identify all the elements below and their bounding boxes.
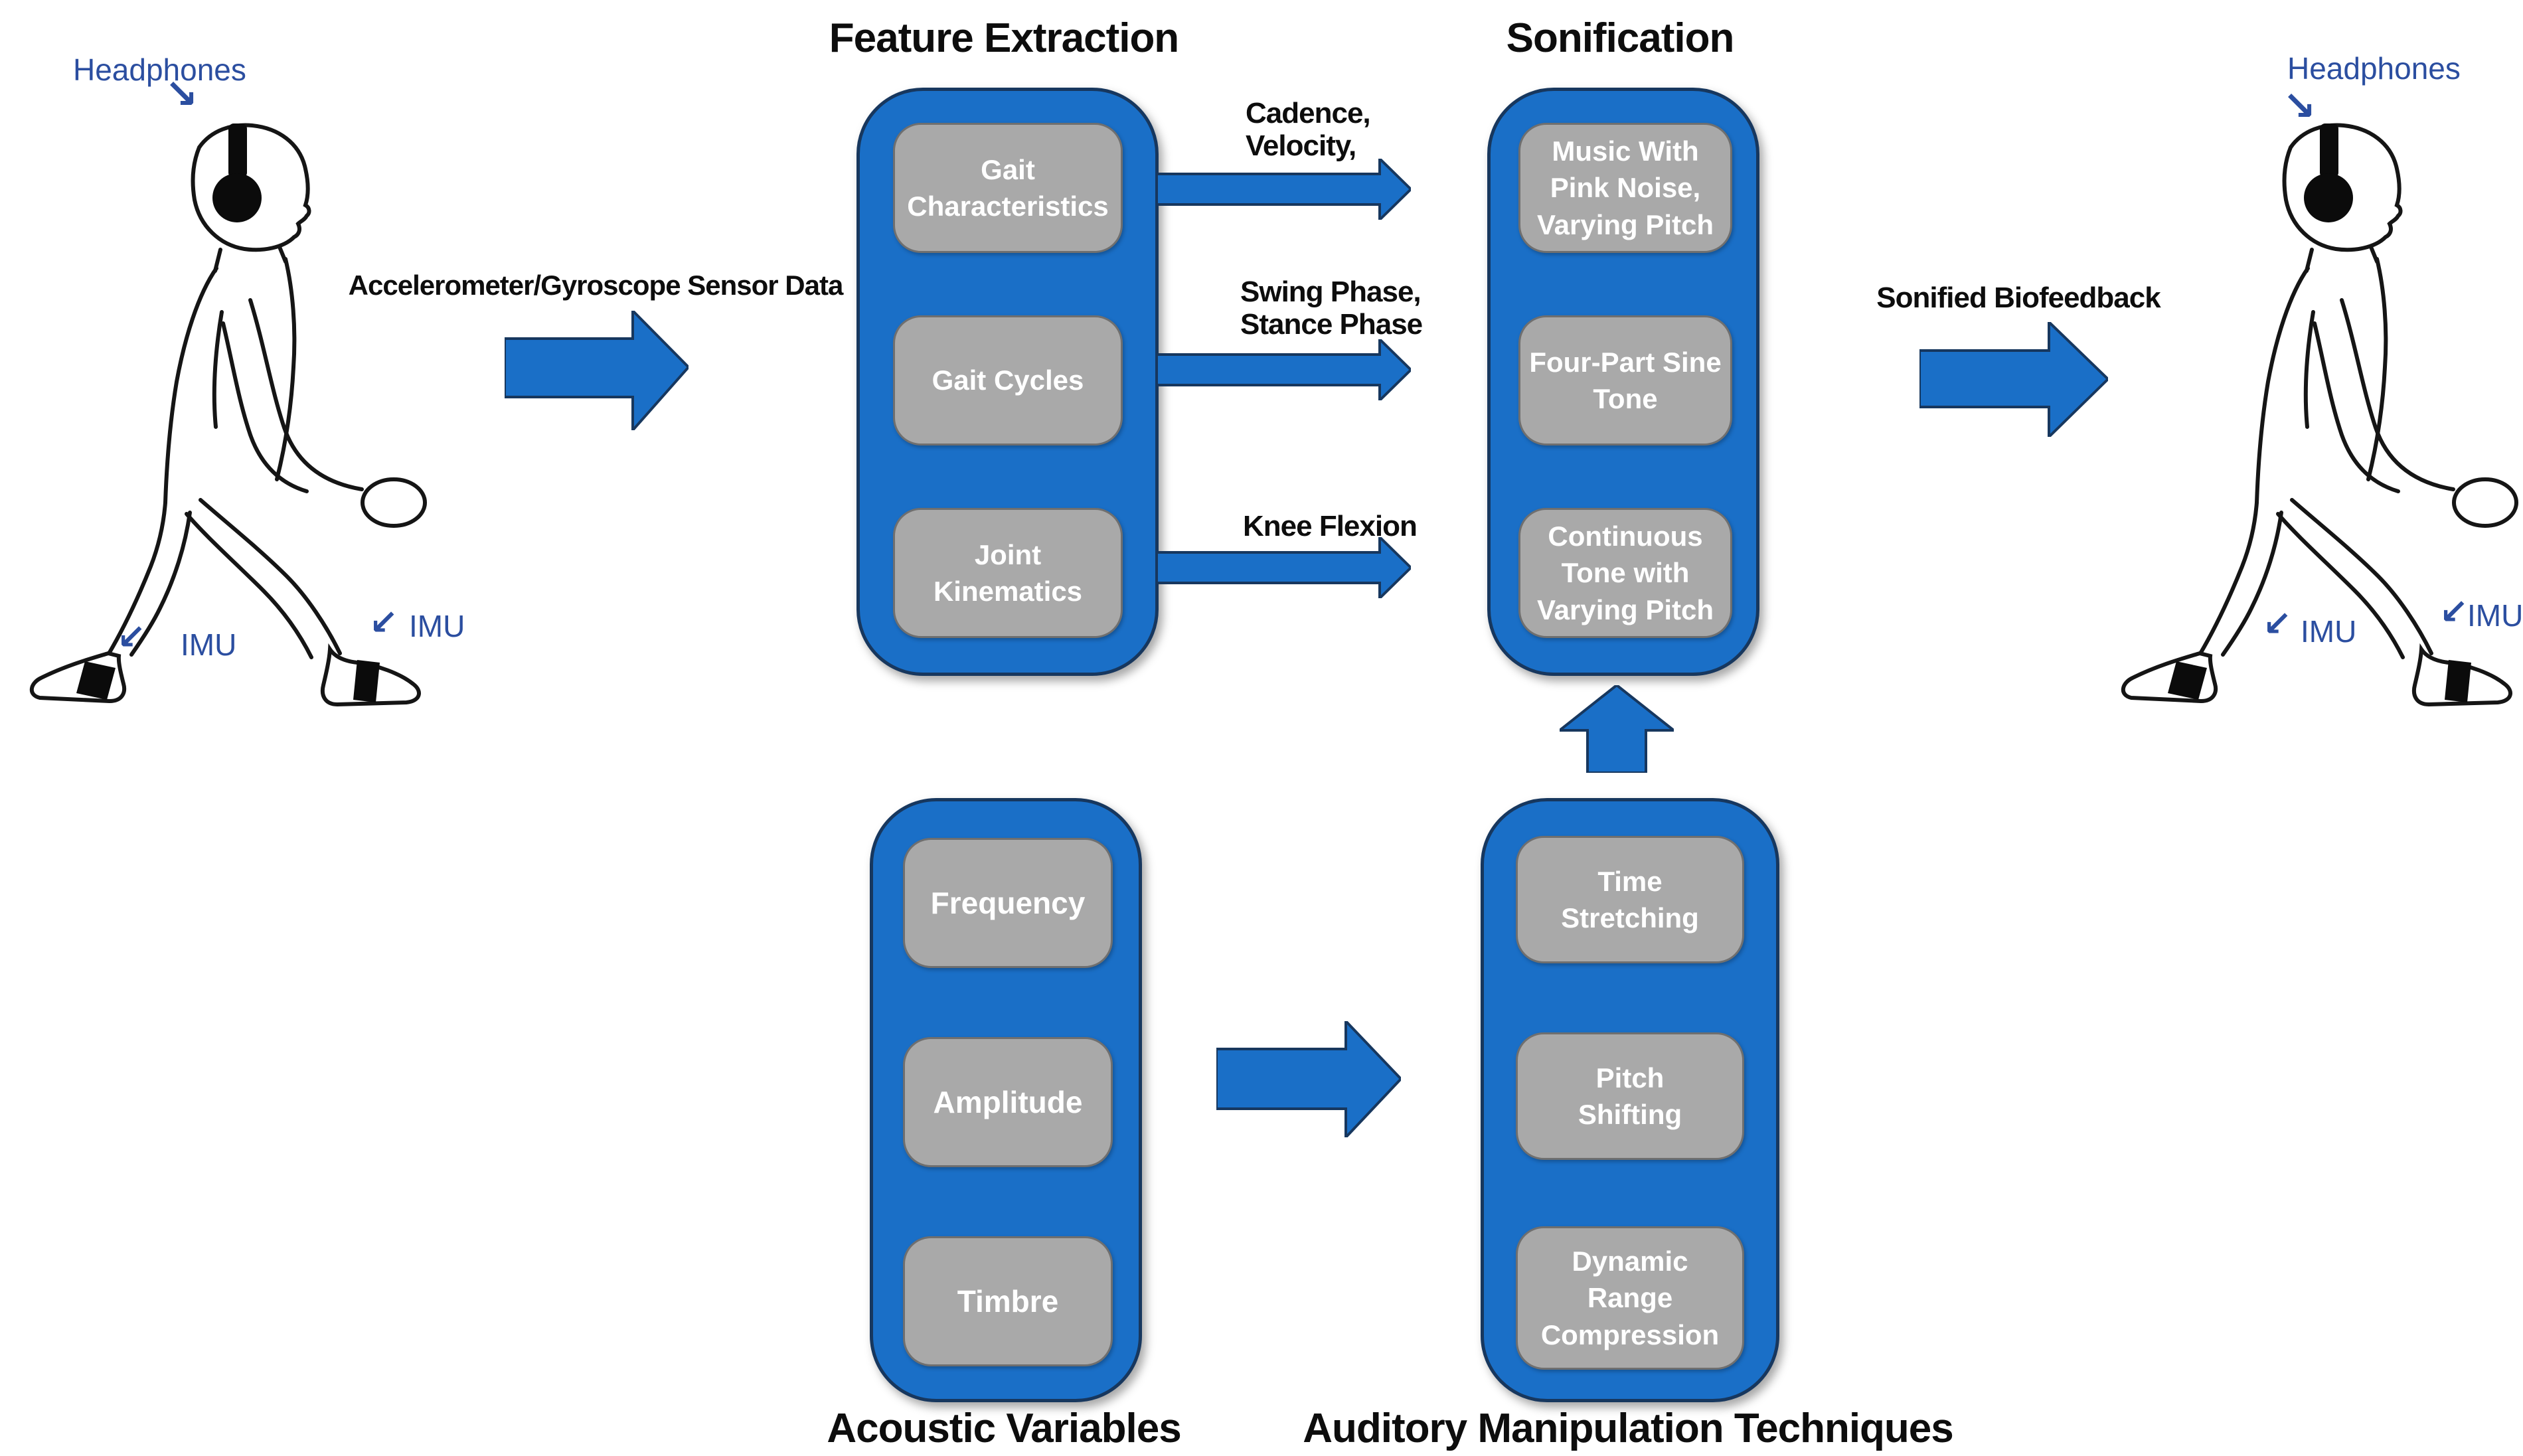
back-leg-inner-line (2221, 511, 2283, 657)
acoustic-to-manipulation-arrow (1216, 1021, 1401, 1137)
walking-person-left: Headphones ↘ ↙ IMU ↙ IMU (0, 0, 465, 730)
imu-strap-back-icon (76, 661, 116, 700)
manipulation-box-pitch-shifting: Pitch Shifting (1516, 1032, 1744, 1160)
near-arm-inner-line (2313, 321, 2400, 493)
near-arm-outer-line (2340, 298, 2455, 491)
hand-outline (2452, 477, 2518, 528)
imu-back-pointer-icon-left: ↙ (117, 617, 146, 657)
imu-strap-front-icon (2445, 660, 2471, 702)
sensor-data-label: Accelerometer/Gyroscope Sensor Data (348, 270, 844, 301)
hand-outline (361, 477, 427, 528)
sonification-title: Sonification (1506, 15, 1735, 61)
feature-box-gait-cycles: Gait Cycles (893, 315, 1123, 445)
imu-strap-front-icon (353, 660, 380, 702)
sonified-biofeedback-arrow (1919, 322, 2108, 437)
manipulation-box-dynamic-range: Dynamic Range Compression (1516, 1226, 1744, 1370)
auditory-manipulation-panel: Time Stretching Pitch Shifting Dynamic R… (1481, 798, 1779, 1402)
headphones-earcup-icon (212, 173, 262, 222)
sonification-box-four-part-sine: Four-Part Sine Tone (1518, 315, 1732, 445)
walking-person-right-figure (2121, 123, 2518, 707)
front-leg-outer-line (2290, 498, 2433, 655)
feature-extraction-title: Feature Extraction (829, 15, 1179, 61)
back-leg-outer-line (106, 501, 167, 657)
manipulation-box-time-stretching: Time Stretching (1516, 836, 1744, 963)
feature-extraction-panel: Gait Characteristics Gait Cycles Joint K… (856, 88, 1159, 676)
auditory-manipulation-title: Auditory Manipulation Techniques (1303, 1406, 1954, 1451)
walking-person-right: Headphones ↘ ↙ IMU ↙ IMU (2091, 0, 2523, 730)
sonification-box-continuous-tone: Continuous Tone with Varying Pitch (1518, 508, 1732, 638)
sensor-data-arrow (505, 311, 689, 430)
headphones-earcup-icon (2304, 173, 2353, 222)
sonification-panel: Music With Pink Noise, Varying Pitch Fou… (1487, 88, 1759, 676)
acoustic-box-amplitude: Amplitude (903, 1037, 1113, 1167)
acoustic-box-timbre: Timbre (903, 1236, 1113, 1366)
torso-front-line (275, 257, 297, 481)
imu-back-label-right: IMU (2301, 614, 2357, 649)
torso-back-line (2255, 266, 2310, 505)
manipulation-to-sonification-arrow (1560, 685, 1674, 773)
swing-stance-arrow (1157, 339, 1411, 400)
headphones-band-icon (228, 123, 247, 178)
imu-back-label-left: IMU (181, 627, 237, 662)
torso-front-line (2366, 257, 2388, 481)
torso-back-line (163, 266, 218, 505)
headphones-band-icon (2320, 123, 2338, 178)
near-arm-inner-line (221, 321, 309, 493)
cadence-velocity-label: Cadence, Velocity, (1246, 97, 1371, 163)
headphones-label-right: Headphones (2287, 51, 2461, 86)
walking-person-left-figure (29, 123, 427, 707)
knee-flexion-arrow (1157, 537, 1411, 598)
front-leg-inner-line (2276, 512, 2405, 659)
imu-front-pointer-icon-right: ↙ (2439, 592, 2469, 632)
headphones-pointer-icon-left: ↘ (165, 71, 199, 118)
front-leg-outer-line (199, 498, 342, 655)
far-arm-line (2303, 310, 2315, 429)
swing-stance-label: Swing Phase, Stance Phase (1240, 276, 1423, 341)
sonified-biofeedback-label: Sonified Biofeedback (1876, 282, 2160, 314)
imu-front-pointer-icon-left: ↙ (369, 603, 398, 643)
acoustic-variables-panel: Frequency Amplitude Timbre (870, 798, 1142, 1402)
knee-flexion-label: Knee Flexion (1243, 510, 1418, 542)
imu-front-label-left: IMU (409, 609, 465, 643)
acoustic-box-frequency: Frequency (903, 838, 1113, 968)
far-arm-line (212, 310, 224, 429)
front-leg-inner-line (185, 512, 313, 659)
imu-front-label-right: IMU (2467, 598, 2523, 633)
imu-back-pointer-icon-right: ↙ (2263, 604, 2292, 644)
cadence-arrow (1157, 159, 1411, 220)
near-arm-outer-line (248, 298, 364, 491)
headphones-label-left: Headphones (73, 52, 246, 87)
imu-strap-back-icon (2168, 661, 2207, 700)
acoustic-variables-title: Acoustic Variables (827, 1406, 1181, 1451)
sonification-box-music-pink-noise: Music With Pink Noise, Varying Pitch (1518, 123, 1732, 253)
feature-box-joint-kinematics: Joint Kinematics (893, 508, 1123, 638)
headphones-pointer-icon-right: ↘ (2283, 83, 2317, 129)
feature-box-gait-characteristics: Gait Characteristics (893, 123, 1123, 253)
back-leg-outer-line (2198, 501, 2259, 657)
back-leg-inner-line (129, 511, 192, 657)
